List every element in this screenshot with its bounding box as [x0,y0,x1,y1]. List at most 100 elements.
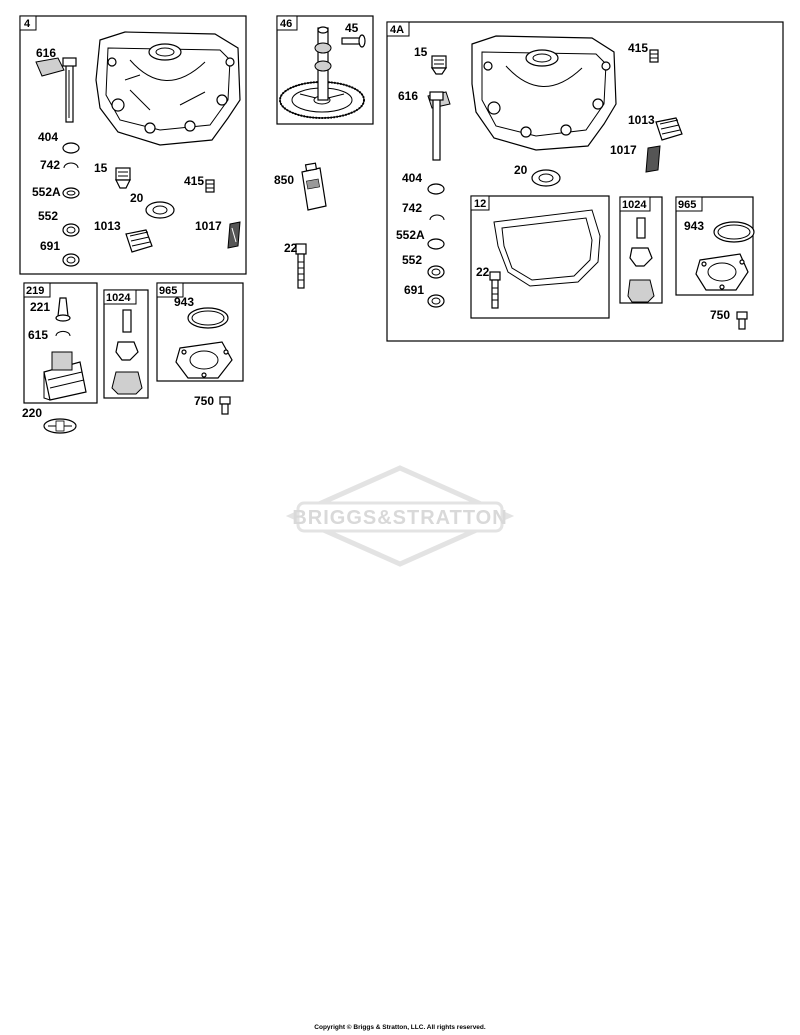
box-1024-4a-tag [619,196,651,212]
washer-552a[interactable] [62,187,80,199]
oil-pump-1024[interactable] [111,309,143,395]
screw-750-4a[interactable] [736,311,748,330]
governor-shaft-616-4a[interactable] [427,91,451,161]
screw-415-4a[interactable] [649,49,659,63]
filter-1013-4a[interactable] [655,117,683,141]
label-742: 742 [40,158,60,172]
watermark-text: BRIGGS&STRATTON [292,507,507,529]
oring-943-4a[interactable] [713,221,755,243]
plug-15[interactable] [115,167,131,189]
label-22-4a: 22 [476,265,490,279]
label-552a: 552A [32,185,61,199]
label-552: 552 [38,209,58,223]
crankcase-cover-drawing[interactable] [95,31,241,146]
box-46-number: 46 [280,18,292,30]
label-415-4a: 415 [628,41,648,55]
clip-615[interactable] [55,330,71,337]
box-965-frame [156,282,244,382]
label-616-4a: 616 [398,89,418,103]
box-4a-frame [386,21,784,342]
oring-943[interactable] [187,307,229,329]
box-1024-4a-number: 1024 [622,199,647,211]
label-1017: 1017 [195,219,222,233]
cover-plate-965[interactable] [175,341,233,379]
label-220: 220 [22,406,42,420]
label-15: 15 [94,161,108,175]
label-404: 404 [38,130,58,144]
label-404-4a: 404 [402,171,422,185]
box-965-number: 965 [159,285,177,297]
bolt-22[interactable] [295,243,307,289]
group-1024: 1024 [103,289,149,399]
label-1013-4a: 1013 [628,113,655,127]
label-691: 691 [40,239,60,253]
box-4a-tag [386,21,410,37]
screen-1017[interactable] [227,221,241,249]
washer-404[interactable] [62,142,80,154]
sealant-tube-850[interactable] [301,162,327,211]
label-552-4a: 552 [402,253,422,267]
box-46-tag [276,15,298,31]
briggs-stratton-watermark: BRIGGS&STRATTON [285,465,515,567]
label-742-4a: 742 [402,201,422,215]
washer-552a-4a[interactable] [427,238,445,250]
governor-gear-219[interactable] [43,351,87,401]
box-965-tag [156,282,184,298]
camshaft-gear-drawing[interactable] [279,26,365,119]
plug-15-4a[interactable] [430,55,448,75]
box-4-frame [19,15,247,275]
screw-750[interactable] [219,396,231,415]
box-219-number: 219 [26,285,44,297]
label-20: 20 [130,191,144,205]
label-552a-4a: 552A [396,228,425,242]
group-219: 219 221 615 [23,282,98,404]
label-750-4a: 750 [710,308,730,322]
washer-552[interactable] [62,223,80,237]
group-4: 4 [19,15,247,275]
box-4a-number: 4A [390,24,404,36]
box-12-tag [470,195,490,211]
bolt-22-4a[interactable] [489,271,501,309]
box-4-tag [19,15,37,31]
box-1024-number: 1024 [106,292,131,304]
box-12-number: 12 [474,198,486,210]
label-691-4a: 691 [404,283,424,297]
oil-pump-1024-4a[interactable] [627,217,655,303]
box-219-tag [23,282,51,298]
label-615: 615 [28,328,48,342]
group-965: 965 943 [156,282,244,382]
clip-742[interactable] [63,162,79,169]
label-1017-4a: 1017 [610,143,637,157]
crankcase-cover-drawing-4a[interactable] [471,35,617,151]
box-4-number: 4 [24,18,31,30]
box-965-4a-number: 965 [678,199,696,211]
copyright-footer: Copyright © Briggs & Stratton, LLC. All … [314,1024,486,1031]
label-415: 415 [184,174,204,188]
governor-shaft-616[interactable] [35,57,77,123]
seal-691[interactable] [62,253,80,267]
oil-seal-20[interactable] [145,201,175,219]
label-20-4a: 20 [514,163,528,177]
box-1024-tag [103,289,137,305]
box-46-frame [276,15,374,125]
label-1013: 1013 [94,219,121,233]
screw-415[interactable] [205,179,215,193]
washer-220[interactable] [43,418,77,434]
label-943: 943 [174,295,194,309]
governor-spool-221[interactable] [55,297,71,322]
label-45: 45 [345,21,359,35]
label-15-4a: 15 [414,45,428,59]
seal-691-4a[interactable] [427,294,445,308]
screen-1017-4a[interactable] [645,145,661,173]
label-616: 616 [36,46,56,60]
cover-plate-965-4a[interactable] [695,253,749,291]
gasket-12[interactable] [493,209,601,287]
box-965-4a-tag [675,196,703,212]
oil-seal-20-4a[interactable] [531,169,561,187]
pin-45[interactable] [341,34,366,48]
washer-404-4a[interactable] [427,183,445,195]
washer-552-4a[interactable] [427,265,445,279]
filter-1013[interactable] [125,229,153,253]
clip-742-4a[interactable] [429,214,445,221]
